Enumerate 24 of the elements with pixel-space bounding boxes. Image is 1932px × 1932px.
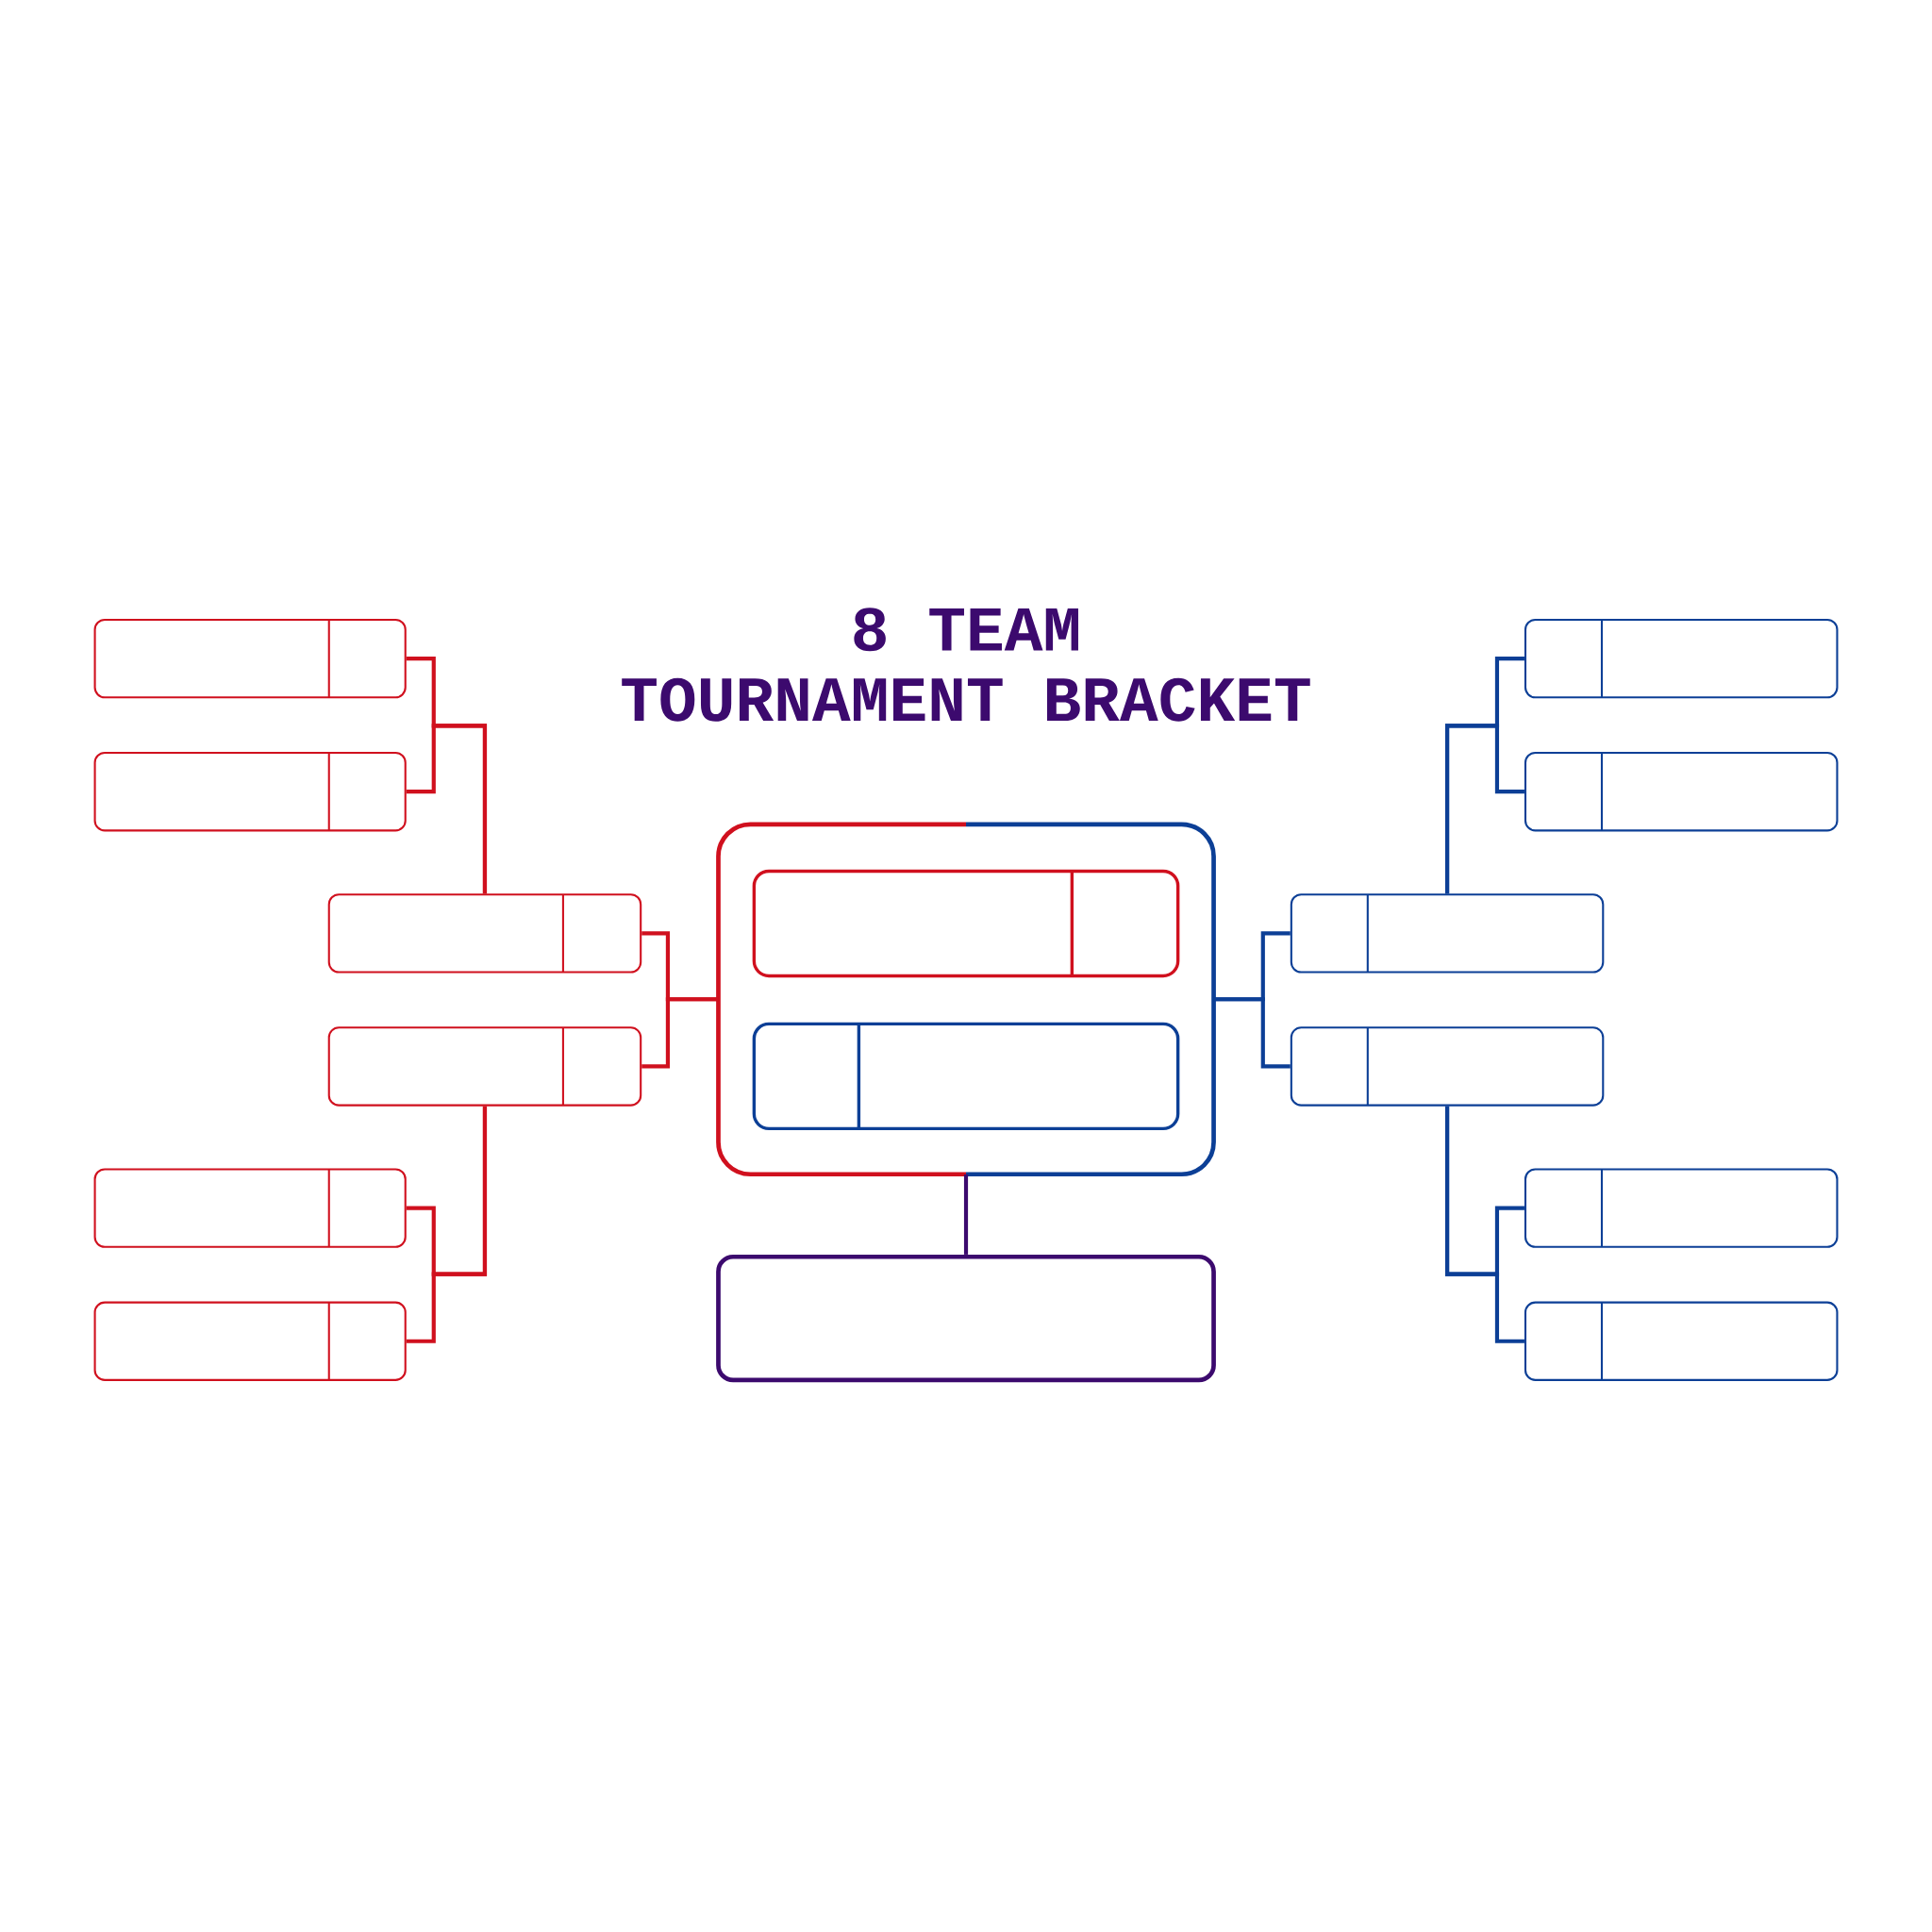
bracket-line xyxy=(1213,997,1291,1069)
team-slot xyxy=(1524,1301,1839,1381)
bracket-line xyxy=(963,1174,969,1255)
bracket-line xyxy=(1444,724,1524,894)
team-slot xyxy=(93,1168,407,1248)
team-slot xyxy=(1290,893,1605,974)
team-slot xyxy=(93,752,407,832)
team-slot xyxy=(752,869,1180,978)
champion-box xyxy=(716,1254,1216,1383)
final-frame xyxy=(716,822,1216,1177)
team-slot xyxy=(327,893,642,974)
team-slot xyxy=(1524,752,1839,832)
bracket-line xyxy=(1444,1106,1524,1343)
team-slot xyxy=(1524,1168,1839,1248)
bracket-line xyxy=(406,724,488,894)
team-slot xyxy=(1524,618,1839,699)
bracket-line xyxy=(406,1106,488,1343)
team-slot xyxy=(1290,1026,1605,1107)
team-slot xyxy=(327,1026,642,1107)
team-slot xyxy=(93,618,407,699)
title: 8 TEAM TOURNAMENT BRACKET xyxy=(622,608,1310,722)
bracket-line xyxy=(641,997,719,1069)
team-slot xyxy=(93,1301,407,1381)
team-slot xyxy=(752,1022,1180,1131)
